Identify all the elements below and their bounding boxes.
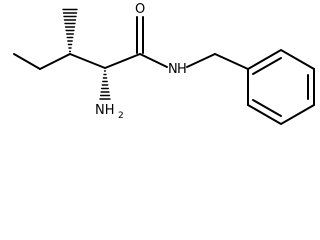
bond-n-ch2 bbox=[186, 53, 216, 68]
hashed-wedge-bond-c3-methyl bbox=[62, 8, 78, 53]
amine-label: NH bbox=[95, 103, 115, 118]
hashed-wedge-bond-c2-amine bbox=[99, 70, 111, 100]
bond-c3-c2 bbox=[69, 53, 106, 69]
bond-c2-c1 bbox=[104, 53, 141, 69]
bond-ch2-c3 bbox=[39, 53, 71, 70]
benzene-ring bbox=[247, 48, 315, 126]
benzene-double-bond-3 bbox=[252, 99, 282, 117]
oxygen-label: O bbox=[135, 2, 145, 17]
bond-c1-n bbox=[139, 53, 168, 68]
amide-nitrogen-label: N bbox=[168, 62, 178, 77]
amide-hydrogen-label: H bbox=[177, 62, 187, 77]
bond-ch2-phenyl bbox=[214, 53, 249, 70]
bond-methyl-ch2 bbox=[13, 53, 41, 70]
amine-subscript: 2 bbox=[118, 111, 124, 121]
chemical-structure: O N H NH 2 bbox=[13, 2, 315, 126]
benzene-double-bond-1 bbox=[252, 57, 282, 75]
